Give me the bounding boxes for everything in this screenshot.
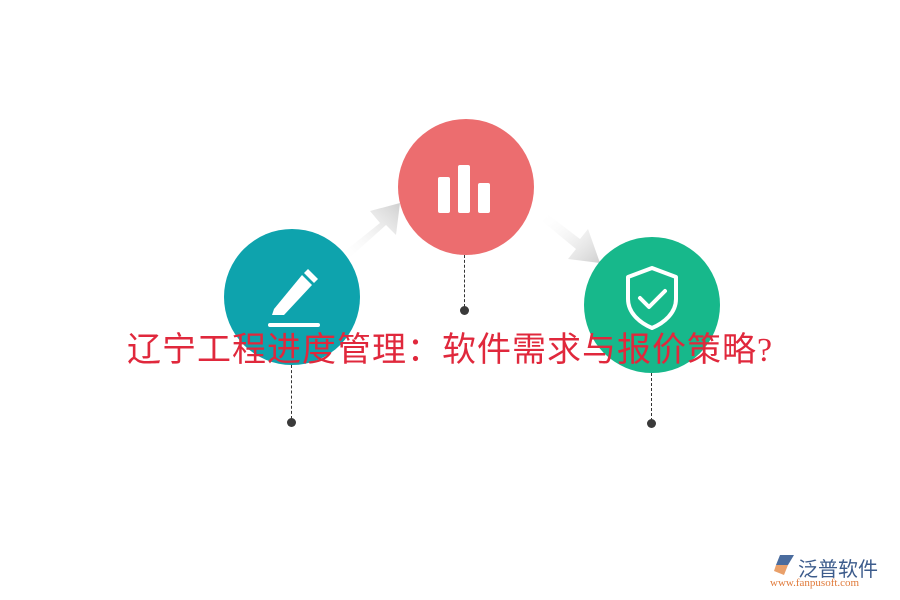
logo-name: 泛普软件 bbox=[798, 557, 878, 581]
connector-line bbox=[291, 365, 292, 419]
step-circle-shield bbox=[584, 237, 720, 373]
pencil-icon bbox=[268, 269, 320, 327]
brand-logo: 泛普软件 www.fanpusoft.com bbox=[770, 553, 895, 593]
connector-dot bbox=[287, 418, 296, 427]
connector-line bbox=[651, 373, 652, 421]
logo-url: www.fanpusoft.com bbox=[770, 577, 860, 589]
page-title: 辽宁工程进度管理：软件需求与报价策略? bbox=[126, 332, 774, 369]
bar-chart-icon bbox=[438, 165, 490, 213]
connector-dot bbox=[647, 419, 656, 428]
connector-line bbox=[464, 255, 465, 307]
logo-mark-icon bbox=[774, 555, 794, 575]
shield-check-icon bbox=[626, 266, 678, 330]
arrow-up-right-icon bbox=[340, 203, 400, 259]
arrow-down-right-icon bbox=[542, 213, 600, 263]
step-circle-edit bbox=[224, 229, 360, 365]
step-circle-chart bbox=[398, 119, 534, 255]
connector-dot bbox=[460, 306, 469, 315]
